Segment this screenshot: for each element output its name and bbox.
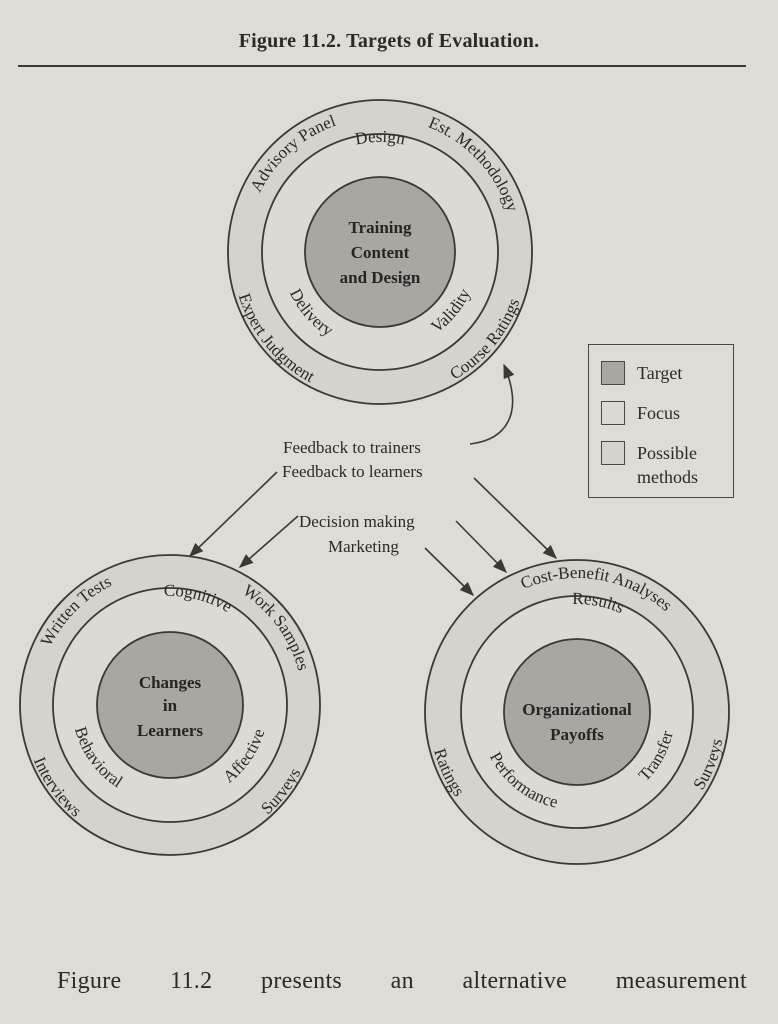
arrow-to-training: [469, 363, 515, 445]
training-target-line-1: Training: [349, 218, 412, 237]
payoffs-cluster: Organizational Payoffs Cost-Benefit Anal…: [424, 559, 730, 865]
arrow-feedback-to-payoffs: [473, 477, 558, 560]
training-target-circle: [304, 176, 456, 328]
learners-cluster: Changes in Learners Written Tests Work S…: [19, 554, 321, 856]
flow-arrows: [188, 363, 558, 597]
arrow-marketing-to-payoffs: [424, 547, 475, 597]
feedback-to-learners-label: Feedback to learners: [282, 462, 423, 481]
learners-target-line-3: Learners: [137, 721, 203, 740]
training-focus-design: Design: [354, 127, 407, 149]
legend-focus-label: Focus: [637, 403, 681, 423]
body-text-line: Figure 11.2 presents an alternative meas…: [57, 968, 747, 994]
decision-making-label: Decision making: [299, 512, 415, 531]
legend: Target Focus Possible methods: [588, 344, 734, 498]
legend-focus-row: Focus: [601, 401, 680, 425]
legend-possible-word: Possible: [637, 443, 698, 463]
learners-target-line-2: in: [163, 696, 178, 715]
learners-target-circle: [96, 631, 244, 779]
arrow-decision-to-payoffs: [455, 520, 508, 574]
payoffs-target-line-2: Payoffs: [550, 725, 604, 744]
legend-target-row: Target: [601, 361, 682, 385]
learners-target-line-1: Changes: [139, 673, 202, 692]
arrow-feedback-to-learners: [188, 471, 278, 558]
title-rule: [18, 65, 746, 67]
training-cluster: Training Content and Design Advisory Pan…: [227, 99, 533, 405]
training-target-line-3: and Design: [340, 268, 421, 287]
arrow-decision-to-learners: [238, 515, 299, 568]
payoffs-target-line-1: Organizational: [522, 700, 632, 719]
svg-text:Design: Design: [354, 127, 407, 149]
legend-methods-word: methods: [637, 467, 698, 487]
legend-methods-swatch: [601, 441, 625, 465]
payoffs-target-circle: [503, 638, 651, 786]
legend-methods-row: Possible methods: [601, 441, 698, 489]
legend-target-swatch: [601, 361, 625, 385]
legend-target-label: Target: [637, 363, 683, 383]
legend-methods-label: Possible methods: [637, 441, 698, 489]
training-target-line-2: Content: [351, 243, 410, 262]
legend-focus-swatch: [601, 401, 625, 425]
feedback-to-trainers-label: Feedback to trainers: [283, 438, 421, 457]
figure-title: Figure 11.2. Targets of Evaluation.: [238, 30, 540, 52]
marketing-label: Marketing: [328, 537, 399, 556]
